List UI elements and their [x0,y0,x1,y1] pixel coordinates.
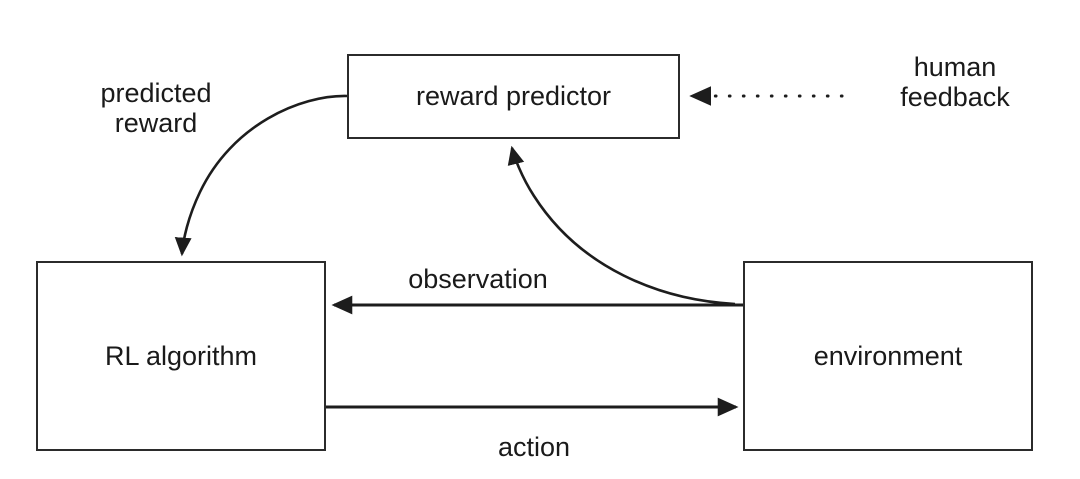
node-environment-label: environment [813,340,963,371]
node-environment[interactable]: environment [743,261,1033,451]
node-reward-predictor-label: reward predictor [415,81,612,111]
edge-label-observation: observation [408,264,548,294]
edge-label-predicted-reward-line1: predicted [100,78,212,108]
edge-label-action: action [497,432,571,462]
edge-label-human-feedback-line2: feedback [900,82,1010,113]
edge-label-human-feedback-line1: human [913,52,997,82]
edge-label-human-feedback: human feedback [860,52,1050,112]
node-rl-algorithm[interactable]: RL algorithm [36,261,326,451]
node-reward-predictor[interactable]: reward predictor [347,54,680,139]
edge-predicted-reward [174,94,348,257]
node-rl-algorithm-label: RL algorithm [104,340,258,371]
edge-label-predicted-reward: predicted reward [76,78,236,138]
edge-observation-to-reward-predictor [507,145,736,306]
edge-label-predicted-reward-line2: reward [114,108,198,139]
